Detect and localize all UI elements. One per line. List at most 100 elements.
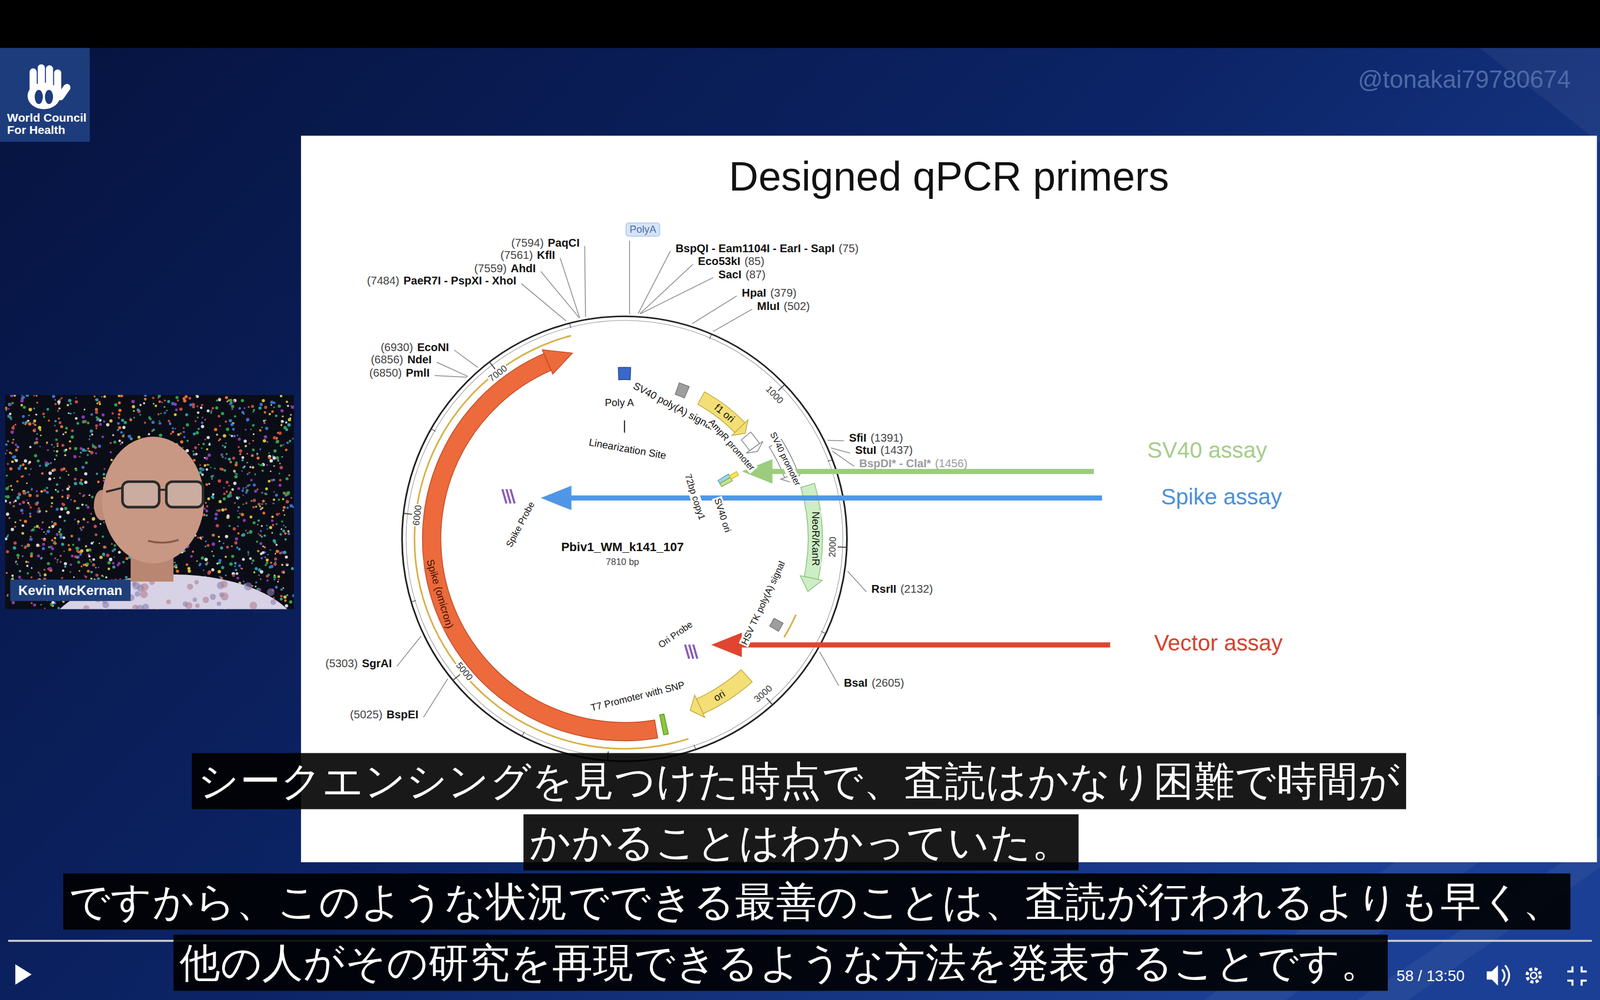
background-dot bbox=[264, 492, 268, 495]
background-dot bbox=[222, 497, 227, 501]
background-dot bbox=[237, 446, 240, 449]
glasses-lens bbox=[166, 481, 203, 508]
background-dot bbox=[56, 442, 59, 446]
background-dot bbox=[233, 481, 237, 485]
background-dot bbox=[82, 563, 85, 567]
background-dot bbox=[95, 407, 99, 412]
background-dot bbox=[67, 412, 70, 414]
background-dot bbox=[48, 477, 52, 481]
linearization-tick bbox=[623, 420, 625, 433]
background-dot bbox=[120, 395, 124, 398]
background-dot bbox=[6, 512, 10, 516]
background-dot bbox=[221, 566, 225, 570]
background-dot bbox=[87, 450, 89, 452]
background-dot bbox=[73, 447, 78, 451]
background-dot bbox=[10, 395, 14, 398]
background-dot bbox=[163, 406, 166, 409]
background-dot bbox=[210, 411, 213, 414]
background-dot bbox=[25, 560, 28, 563]
background-dot bbox=[271, 532, 274, 534]
shirt-pattern bbox=[102, 601, 109, 609]
background-dot bbox=[12, 438, 15, 441]
background-dot bbox=[77, 560, 80, 564]
background-dot bbox=[231, 405, 235, 409]
background-dot bbox=[233, 565, 236, 567]
enzyme-name: BspQI - Eam1104I - EarI - SapI bbox=[675, 241, 835, 254]
background-dot bbox=[90, 451, 94, 455]
restriction-site-label: (5025)BspEI bbox=[347, 708, 420, 721]
background-dot bbox=[205, 501, 207, 504]
background-dot bbox=[7, 485, 10, 488]
webcam-view bbox=[5, 395, 294, 610]
background-dot bbox=[206, 505, 209, 508]
background-dot bbox=[283, 595, 287, 599]
repeat-box bbox=[729, 471, 739, 480]
background-dot bbox=[243, 465, 246, 468]
background-dot bbox=[95, 424, 98, 428]
background-dot bbox=[237, 506, 240, 509]
leader-line bbox=[827, 440, 844, 442]
background-dot bbox=[30, 576, 33, 579]
background-dot bbox=[232, 470, 236, 473]
background-dot bbox=[282, 550, 287, 554]
background-dot bbox=[94, 533, 98, 537]
background-dot bbox=[39, 428, 42, 432]
background-dot bbox=[275, 414, 278, 418]
background-dot bbox=[32, 428, 37, 433]
background-dot bbox=[43, 573, 47, 577]
enzyme-name: SacI bbox=[718, 268, 742, 281]
background-dot bbox=[264, 556, 267, 559]
background-dot bbox=[95, 427, 98, 430]
scale-tick bbox=[821, 631, 826, 634]
background-dot bbox=[254, 473, 257, 475]
background-dot bbox=[204, 438, 207, 440]
background-dot bbox=[117, 426, 122, 430]
background-dot bbox=[25, 395, 29, 397]
background-dot bbox=[272, 502, 274, 504]
background-dot bbox=[184, 395, 188, 399]
background-dot bbox=[259, 402, 263, 407]
background-dot bbox=[285, 526, 287, 528]
background-dot bbox=[68, 440, 72, 443]
background-dot bbox=[56, 490, 60, 493]
background-dot bbox=[56, 445, 59, 447]
background-dot bbox=[219, 467, 223, 471]
enzyme-name: NdeI bbox=[407, 352, 432, 365]
background-dot bbox=[123, 421, 128, 425]
site-position: (6850) bbox=[369, 366, 402, 379]
background-dot bbox=[249, 515, 253, 519]
shirt-pattern bbox=[142, 603, 149, 609]
leader-line bbox=[713, 309, 753, 332]
background-dot bbox=[102, 420, 105, 423]
subtitle-line: シークエンシングを見つけた時点で、査読はかなり困難で時間が bbox=[191, 752, 1407, 809]
background-dot bbox=[91, 433, 94, 436]
background-dot bbox=[277, 498, 280, 501]
background-dot bbox=[265, 558, 269, 562]
restriction-site-label: BsaI(2605) bbox=[841, 676, 907, 689]
background-dot bbox=[247, 554, 250, 557]
plasmid-size: 7810 bp bbox=[606, 557, 640, 568]
background-dot bbox=[28, 460, 32, 464]
background-dot bbox=[59, 532, 63, 537]
light-streak bbox=[1479, 47, 1600, 143]
background-dot bbox=[242, 580, 245, 583]
background-dot bbox=[242, 466, 245, 469]
background-dot bbox=[70, 535, 74, 538]
background-dot bbox=[42, 542, 45, 546]
background-dot bbox=[273, 465, 275, 468]
background-dot bbox=[269, 458, 273, 463]
background-dot bbox=[232, 574, 235, 578]
background-dot bbox=[8, 517, 10, 519]
background-dot bbox=[90, 413, 94, 417]
background-dot bbox=[78, 481, 83, 485]
background-dot bbox=[265, 426, 269, 430]
leader-line bbox=[453, 350, 478, 368]
background-dot bbox=[26, 564, 29, 567]
background-dot bbox=[262, 438, 267, 443]
background-dot bbox=[143, 397, 147, 401]
background-dot bbox=[90, 512, 92, 515]
background-dot bbox=[6, 593, 9, 597]
restriction-site-label: HpaI(379) bbox=[740, 286, 799, 299]
background-dot bbox=[205, 456, 209, 460]
